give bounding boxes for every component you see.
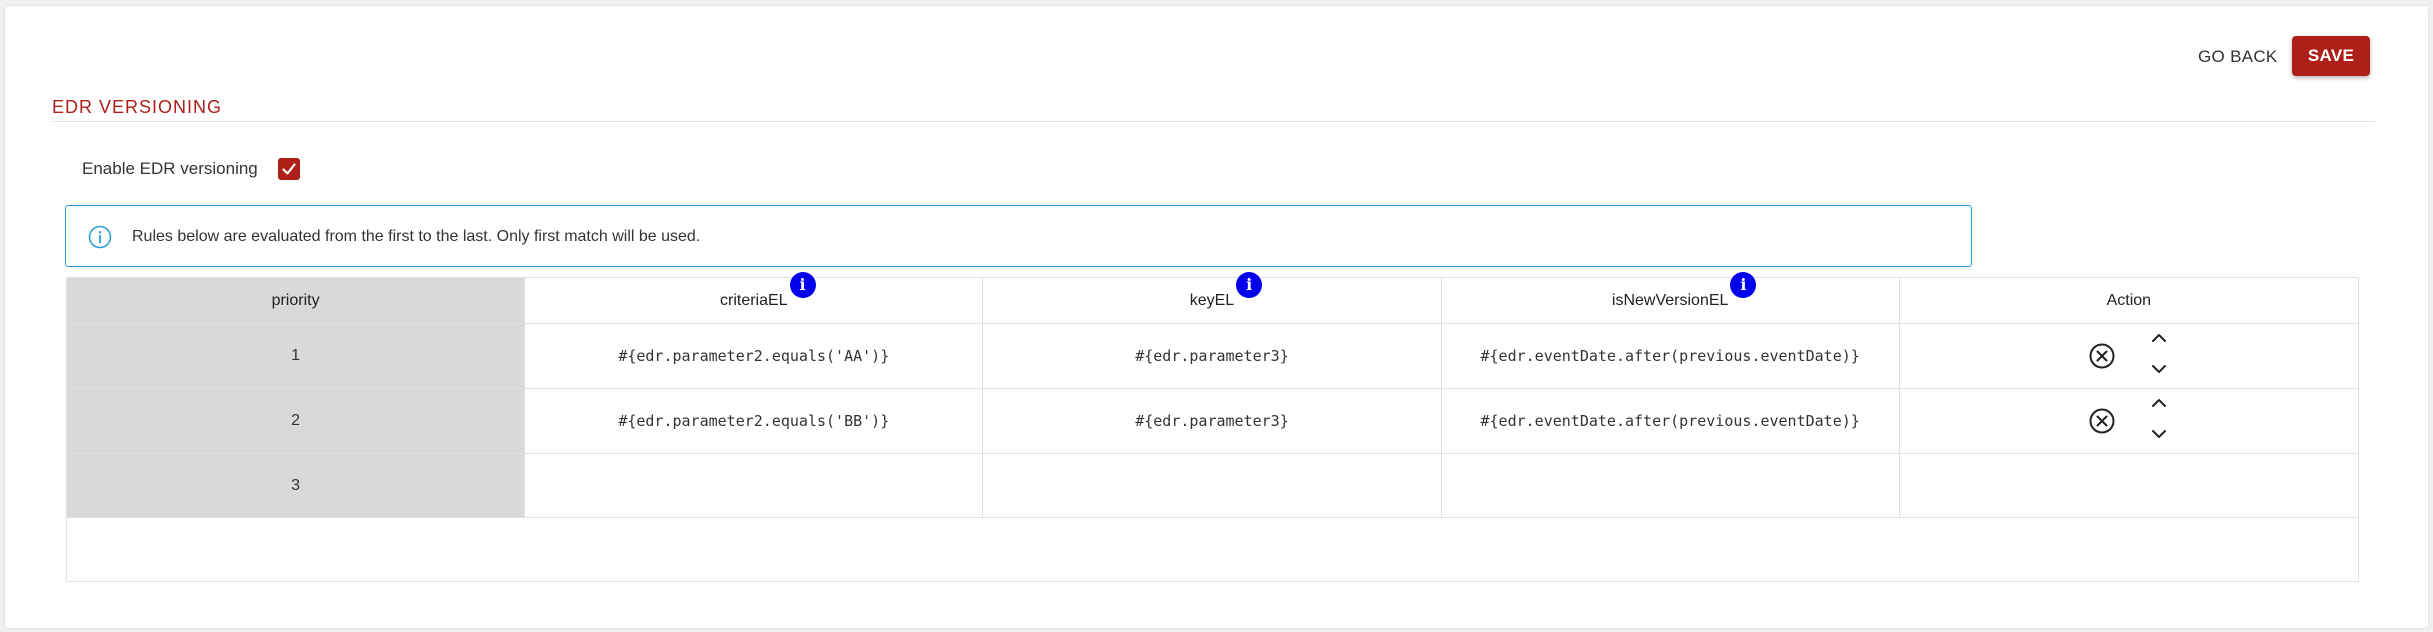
criteria-el-cell[interactable]	[525, 454, 984, 518]
priority-value: 2	[291, 412, 301, 429]
is-new-version-el-cell[interactable]: #{edr.eventDate.after(previous.eventDate…	[1441, 324, 1900, 389]
go-back-button[interactable]: GO BACK	[2198, 44, 2278, 70]
criteria-el-info-icon[interactable]: i	[789, 271, 816, 298]
priority-cell: 1	[67, 324, 526, 389]
is-new-version-el-value: #{edr.eventDate.after(previous.eventDate…	[1480, 347, 1860, 365]
enable-versioning-label: Enable EDR versioning	[82, 159, 258, 178]
action-cell	[1899, 324, 2358, 389]
is-new-version-el-info-icon[interactable]: i	[1730, 271, 1757, 298]
key-el-info-icon[interactable]: i	[1236, 271, 1263, 298]
key-el-value: #{edr.parameter3}	[1135, 347, 1289, 365]
header-criteria-el[interactable]: criteriaEL i	[525, 271, 984, 324]
header-action-label: Action	[2106, 291, 2152, 309]
delete-row-icon[interactable]	[2087, 406, 2117, 436]
header-is-new-version-el[interactable]: isNewVersionEL i	[1441, 271, 1900, 324]
header-is-new-version-el-label: isNewVersionEL	[1611, 291, 1729, 309]
table-header-row: priority criteriaEL i keyEL i isNewVersi…	[67, 271, 2358, 324]
enable-versioning-row: Enable EDR versioning	[82, 157, 300, 181]
key-el-cell[interactable]	[983, 454, 1442, 518]
criteria-el-value: #{edr.parameter2.equals('BB')}	[618, 412, 890, 430]
enable-versioning-checkbox[interactable]	[278, 158, 300, 180]
criteria-el-cell[interactable]: #{edr.parameter2.equals('BB')}	[525, 389, 984, 454]
chevron-up-icon[interactable]	[2148, 394, 2170, 412]
check-icon	[282, 163, 296, 175]
info-circle-icon	[88, 225, 112, 249]
chevron-up-icon[interactable]	[2148, 329, 2170, 347]
table-row: 2 #{edr.parameter2.equals('BB')} #{edr.p…	[67, 389, 2358, 454]
header-criteria-el-label: criteriaEL	[719, 291, 788, 309]
header-key-el[interactable]: keyEL i	[983, 271, 1442, 324]
section-title: EDR VERSIONING	[52, 97, 223, 117]
action-cell	[1899, 389, 2358, 454]
is-new-version-el-cell[interactable]	[1441, 454, 1900, 518]
section-divider	[52, 121, 2375, 122]
header-key-el-label: keyEL	[1189, 291, 1235, 309]
is-new-version-el-cell[interactable]: #{edr.eventDate.after(previous.eventDate…	[1441, 389, 1900, 454]
header-priority[interactable]: priority	[67, 278, 526, 324]
table-row: 1 #{edr.parameter2.equals('AA')} #{edr.p…	[67, 324, 2358, 389]
key-el-cell[interactable]: #{edr.parameter3}	[983, 324, 1442, 389]
priority-value: 3	[291, 476, 301, 494]
priority-cell: 2	[67, 389, 526, 454]
table-row: 3	[67, 454, 2358, 518]
save-button[interactable]: SAVE	[2292, 36, 2370, 76]
rules-table: priority criteriaEL i keyEL i isNewVersi…	[66, 271, 2359, 582]
chevron-down-icon[interactable]	[2148, 425, 2170, 443]
criteria-el-value: #{edr.parameter2.equals('AA')}	[618, 347, 890, 365]
action-cell	[1899, 454, 2358, 518]
key-el-cell[interactable]: #{edr.parameter3}	[983, 389, 1442, 454]
priority-value: 1	[291, 347, 301, 364]
info-alert-text: Rules below are evaluated from the first…	[132, 228, 701, 245]
key-el-value: #{edr.parameter3}	[1135, 412, 1289, 430]
header-action: Action	[1899, 278, 2358, 324]
chevron-down-icon[interactable]	[2148, 360, 2170, 378]
is-new-version-el-value: #{edr.eventDate.after(previous.eventDate…	[1480, 412, 1860, 430]
header-priority-label: priority	[271, 291, 320, 309]
criteria-el-cell[interactable]: #{edr.parameter2.equals('AA')}	[525, 324, 984, 389]
delete-row-icon[interactable]	[2087, 341, 2117, 371]
priority-cell: 3	[67, 454, 526, 518]
main-panel: GO BACK SAVE EDR VERSIONING Enable EDR v…	[5, 6, 2428, 628]
info-alert: Rules below are evaluated from the first…	[65, 205, 1972, 267]
